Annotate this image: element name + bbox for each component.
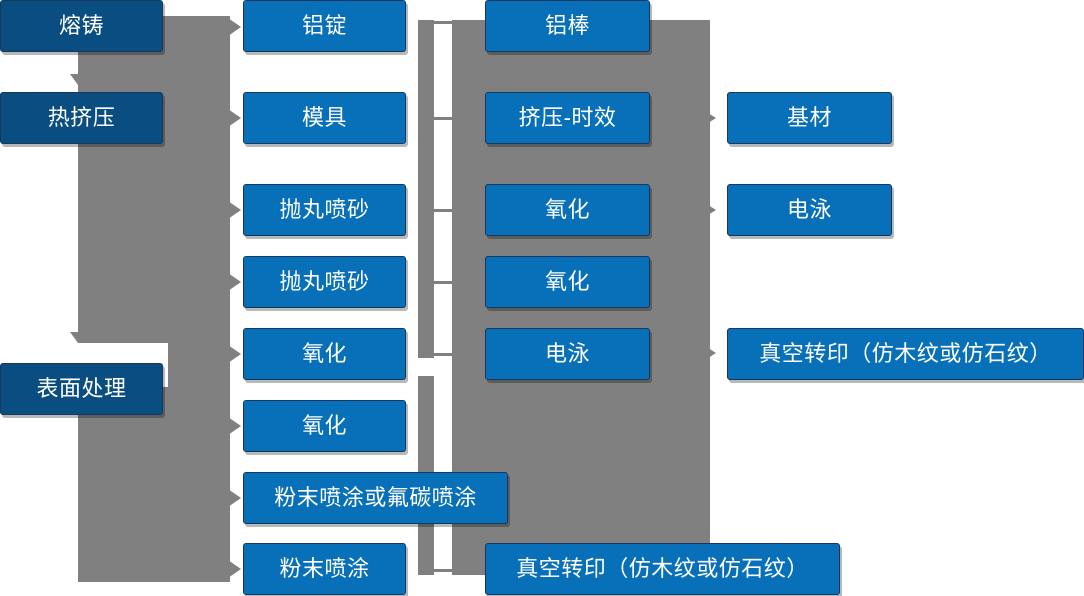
process-label-shot-blasting-1: 抛丸喷砂 <box>279 197 370 223</box>
connector-down-arrow-surface-treatment <box>70 332 86 343</box>
connector-arrow-to-electrophoresis-out <box>705 203 716 217</box>
subprocess-box-aluminum-bar[interactable]: 铝棒 <box>485 0 650 52</box>
output-label-base-material: 基材 <box>786 105 832 131</box>
process-box-oxidation-1[interactable]: 氧化 <box>243 328 406 380</box>
connector-arrow-to-mold <box>228 109 241 127</box>
connector-bus-left-upper <box>418 20 434 358</box>
connector-arrow-to-vacuum-transfer-out <box>705 346 716 360</box>
process-label-powder-coating: 粉末喷涂 <box>279 556 370 582</box>
connector-arrow-to-shot-blasting-1 <box>228 201 241 219</box>
subprocess-label-oxidation-2: 氧化 <box>544 269 590 295</box>
connector-arrow-to-oxidation-2 <box>228 417 241 435</box>
connector-tick-vacuum-transfer-sub <box>418 569 458 572</box>
subprocess-label-aluminum-bar: 铝棒 <box>544 13 590 39</box>
connector-arrow-to-base-material <box>705 111 716 125</box>
subprocess-label-electrophoresis: 电泳 <box>544 341 590 367</box>
subprocess-label-extrusion-aging: 挤压-时效 <box>518 105 617 131</box>
connector-tick-electrophoresis-sub <box>418 353 458 356</box>
connector-down-arrow-hot-extrusion <box>70 74 86 85</box>
connector-tick-oxidation-sub-1 <box>418 209 458 212</box>
connector-arrow-to-shot-blasting-2 <box>228 273 241 291</box>
connector-tick-extrusion-aging <box>418 117 458 120</box>
output-label-vacuum-transfer-print: 真空转印（仿木纹或仿石纹） <box>759 341 1052 367</box>
subprocess-box-electrophoresis[interactable]: 电泳 <box>485 328 650 380</box>
process-box-shot-blasting-2[interactable]: 抛丸喷砂 <box>243 256 406 308</box>
stage-box-melt-cast[interactable]: 熔铸 <box>0 0 163 52</box>
output-box-base-material[interactable]: 基材 <box>727 92 892 144</box>
output-box-electrophoresis[interactable]: 电泳 <box>727 184 892 236</box>
subprocess-label-oxidation-1: 氧化 <box>544 197 590 223</box>
process-box-aluminum-ingot[interactable]: 铝锭 <box>243 0 406 52</box>
subprocess-label-vacuum-transfer-print: 真空转印（仿木纹或仿石纹） <box>516 556 809 582</box>
connector-tick-aluminum-bar <box>418 21 458 24</box>
stage-box-surface-treatment[interactable]: 表面处理 <box>0 363 163 415</box>
process-box-shot-blasting-1[interactable]: 抛丸喷砂 <box>243 184 406 236</box>
process-label-mold: 模具 <box>301 105 347 131</box>
connector-tick-oxidation-sub-2 <box>418 281 458 284</box>
process-label-oxidation-1: 氧化 <box>301 341 347 367</box>
process-label-aluminum-ingot: 铝锭 <box>301 13 347 39</box>
process-label-powder-or-fluorocarbon-coating: 粉末喷涂或氟碳喷涂 <box>274 485 477 511</box>
subprocess-box-vacuum-transfer-print[interactable]: 真空转印（仿木纹或仿石纹） <box>485 543 840 595</box>
stage-label-melt-cast: 熔铸 <box>58 13 104 39</box>
connector-arrow-to-oxidation-1 <box>228 345 241 363</box>
subprocess-box-extrusion-aging[interactable]: 挤压-时效 <box>485 92 650 144</box>
process-label-shot-blasting-2: 抛丸喷砂 <box>279 269 370 295</box>
process-label-oxidation-2: 氧化 <box>301 413 347 439</box>
connector-arrow-to-powder-coating <box>228 560 241 578</box>
output-box-vacuum-transfer-print[interactable]: 真空转印（仿木纹或仿石纹） <box>727 328 1084 380</box>
subprocess-box-oxidation-1[interactable]: 氧化 <box>485 184 650 236</box>
process-box-powder-coating[interactable]: 粉末喷涂 <box>243 543 406 595</box>
subprocess-box-oxidation-2[interactable]: 氧化 <box>485 256 650 308</box>
connector-stub-surface-treatment <box>163 388 185 391</box>
process-box-oxidation-2[interactable]: 氧化 <box>243 400 406 452</box>
stage-label-hot-extrusion: 热挤压 <box>47 105 116 131</box>
stage-box-hot-extrusion[interactable]: 热挤压 <box>0 92 163 144</box>
process-box-powder-or-fluorocarbon-coating[interactable]: 粉末喷涂或氟碳喷涂 <box>243 472 508 524</box>
stage-label-surface-treatment: 表面处理 <box>36 376 127 402</box>
output-label-electrophoresis: 电泳 <box>786 197 832 223</box>
process-box-mold[interactable]: 模具 <box>243 92 406 144</box>
connector-arrow-to-powder-or-fluorocarbon <box>228 489 241 507</box>
connector-arrow-to-aluminum-ingot <box>228 18 241 36</box>
